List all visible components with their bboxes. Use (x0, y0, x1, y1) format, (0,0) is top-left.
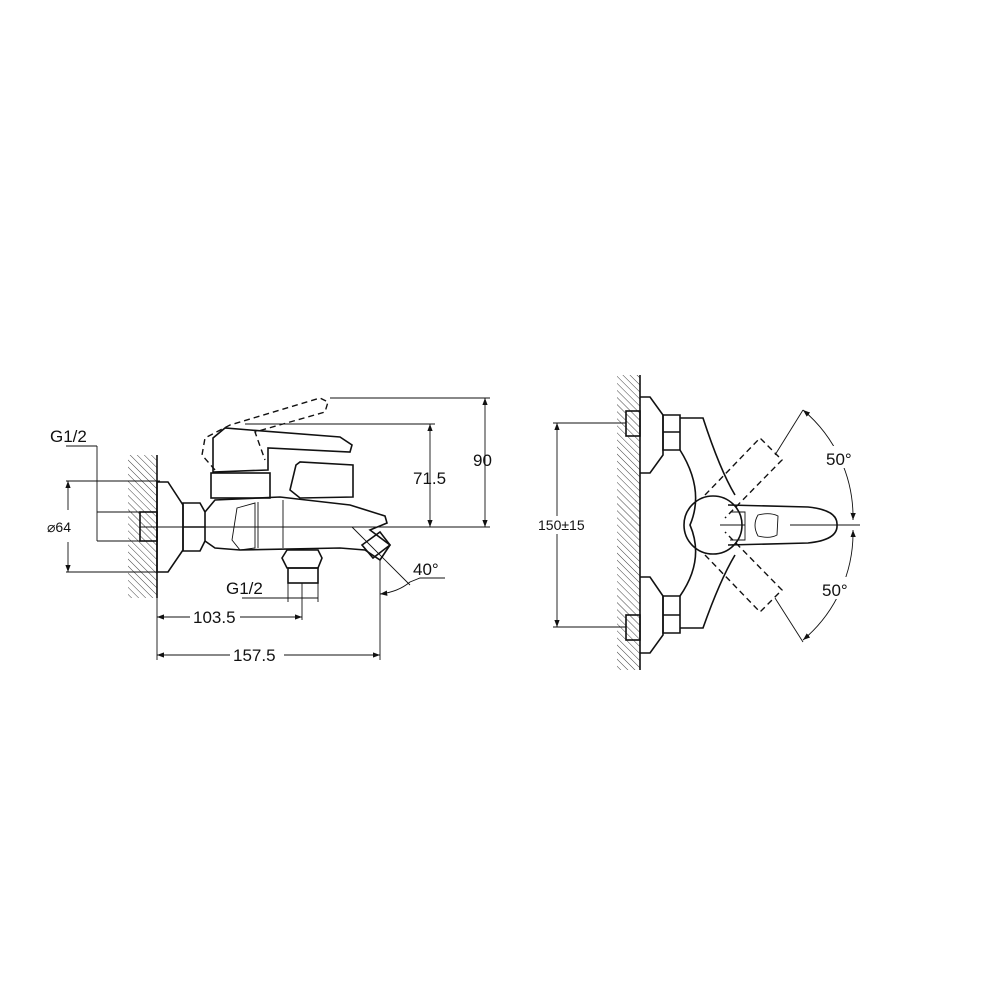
lower-hex-nut (662, 595, 681, 634)
spout-outlet (360, 530, 392, 560)
height-lever-label: 71.5 (413, 469, 446, 488)
wall-hatch (128, 455, 157, 598)
label-bg (820, 577, 860, 599)
lower-angle-label: 50° (822, 581, 848, 600)
label-bg (190, 606, 240, 626)
angle-ext-lower (774, 597, 804, 643)
wall-hatch (617, 375, 640, 670)
upper-stub (625, 410, 641, 437)
flange-diameter-label: ⌀64 (47, 519, 71, 535)
outlet-nut (281, 549, 323, 569)
diverter-knob (289, 461, 354, 499)
body-detail (231, 500, 284, 551)
outlet-stub (287, 567, 319, 584)
spout-length-label: 157.5 (233, 646, 276, 665)
label-bg (538, 516, 580, 534)
upper-angle-label: 50° (826, 450, 852, 469)
cartridge-housing (210, 472, 271, 499)
angle-arc-40 (379, 577, 445, 596)
spout-angle-label: 40° (413, 560, 439, 579)
lower-stub (625, 614, 641, 641)
handle-down-dashed (704, 531, 783, 613)
front-view: 50° 50° 150±15 (538, 375, 864, 670)
thread-inlet-label: G1/2 (50, 427, 87, 446)
thread-outlet-label: G1/2 (226, 579, 263, 598)
label-bg (824, 446, 864, 468)
mixer-body (204, 496, 392, 562)
upper-hex-nut (662, 414, 681, 451)
lever-raised-dashed (201, 397, 329, 471)
angle-ext-upper (774, 409, 804, 456)
mixer-body (679, 417, 736, 629)
side-view: 71.5 90 ⌀64 G1/2 G1/2 103.5 157.5 40° (47, 397, 492, 665)
lever-handle (212, 427, 353, 473)
angle-line (351, 526, 411, 586)
center-distance-label: 150±15 (538, 517, 585, 533)
lever-grip (754, 513, 779, 538)
handle-detail (720, 511, 746, 541)
label-bg (230, 644, 284, 664)
outlet-distance-label: 103.5 (193, 608, 236, 627)
height-total-label: 90 (473, 451, 492, 470)
lower-flange (640, 576, 664, 654)
upper-flange (640, 396, 664, 474)
handle-up-dashed (704, 437, 783, 519)
